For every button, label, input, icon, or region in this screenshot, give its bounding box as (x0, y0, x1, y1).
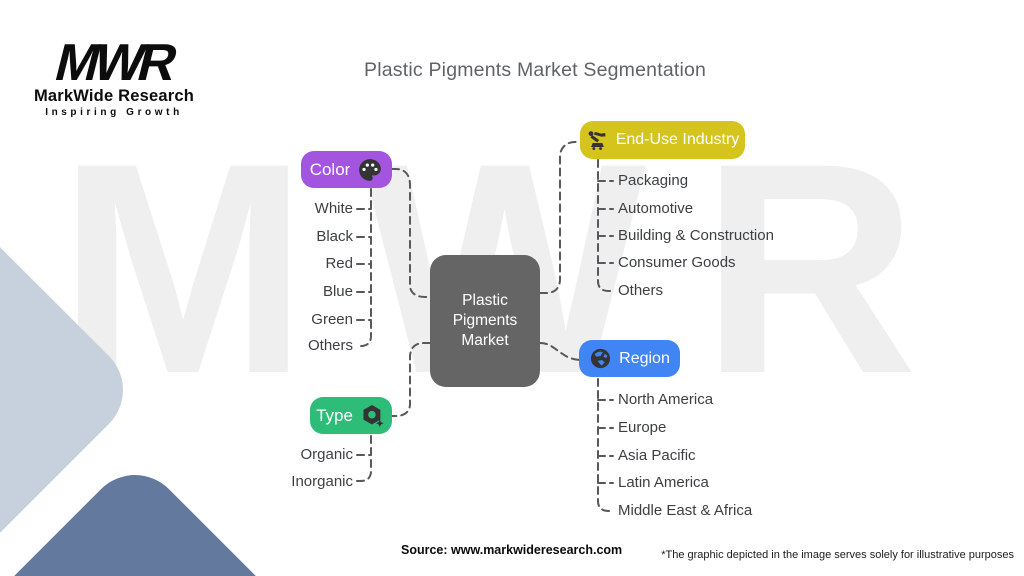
branch-node-color: Color (301, 151, 392, 188)
spine-region (597, 378, 615, 512)
region-item: Middle East & Africa (618, 502, 753, 519)
color-item: White (314, 200, 353, 217)
logo-name: MarkWide Research (33, 86, 195, 105)
spine-color (355, 188, 372, 347)
branch-label: Color (309, 159, 351, 179)
branch-node-region: Region (579, 340, 680, 377)
enduse-item: Packaging (618, 172, 689, 189)
center-label-line: Pigments (452, 312, 518, 329)
center-node: Plastic Pigments Market (430, 255, 540, 387)
logo-monogram: MWR (49, 34, 179, 92)
logo-tagline: Inspiring Growth (45, 106, 183, 118)
link-center-type (391, 342, 431, 417)
color-item: Red (325, 255, 353, 272)
branch-node-type: Type (310, 397, 392, 434)
footnote-text: *The graphic depicted in the image serve… (661, 549, 1014, 561)
color-item: Blue (322, 283, 353, 300)
branch-label: End-Use Industry (615, 131, 740, 148)
color-item: Others (307, 337, 353, 354)
link-color-center (391, 168, 431, 298)
region-item: Europe (618, 419, 667, 436)
type-item: Inorganic (291, 473, 353, 490)
link-center-enduse (539, 141, 581, 294)
type-item: Organic (300, 446, 353, 463)
enduse-item: Automotive (618, 200, 694, 217)
token-icon (363, 404, 384, 427)
enduse-item: Consumer Goods (618, 254, 736, 271)
spine-type (355, 435, 372, 482)
markwide-logo: MWR MarkWide Research Inspiring Growth (30, 34, 198, 118)
center-label-line: Market (461, 332, 509, 349)
source-text: Source: www.markwideresearch.com (401, 543, 623, 557)
spine-enduse (597, 159, 615, 292)
branch-label: Type (316, 405, 353, 425)
enduse-item: Building & Construction (618, 227, 774, 244)
globe-icon (591, 348, 611, 369)
enduse-item: Others (618, 282, 664, 299)
palette-icon (359, 158, 382, 181)
region-item: Latin America (618, 474, 709, 491)
center-label-line: Plastic (462, 292, 508, 309)
color-item: Black (316, 228, 353, 245)
region-item: North America (618, 391, 714, 408)
color-item: Green (311, 311, 353, 328)
page-title: Plastic Pigments Market Segmentation (364, 59, 707, 81)
manufacturing-icon (588, 130, 606, 150)
branch-label: Region (619, 349, 670, 367)
link-center-region (539, 342, 581, 361)
branch-node-enduse: End-Use Industry (580, 121, 745, 159)
region-item: Asia Pacific (618, 447, 696, 464)
